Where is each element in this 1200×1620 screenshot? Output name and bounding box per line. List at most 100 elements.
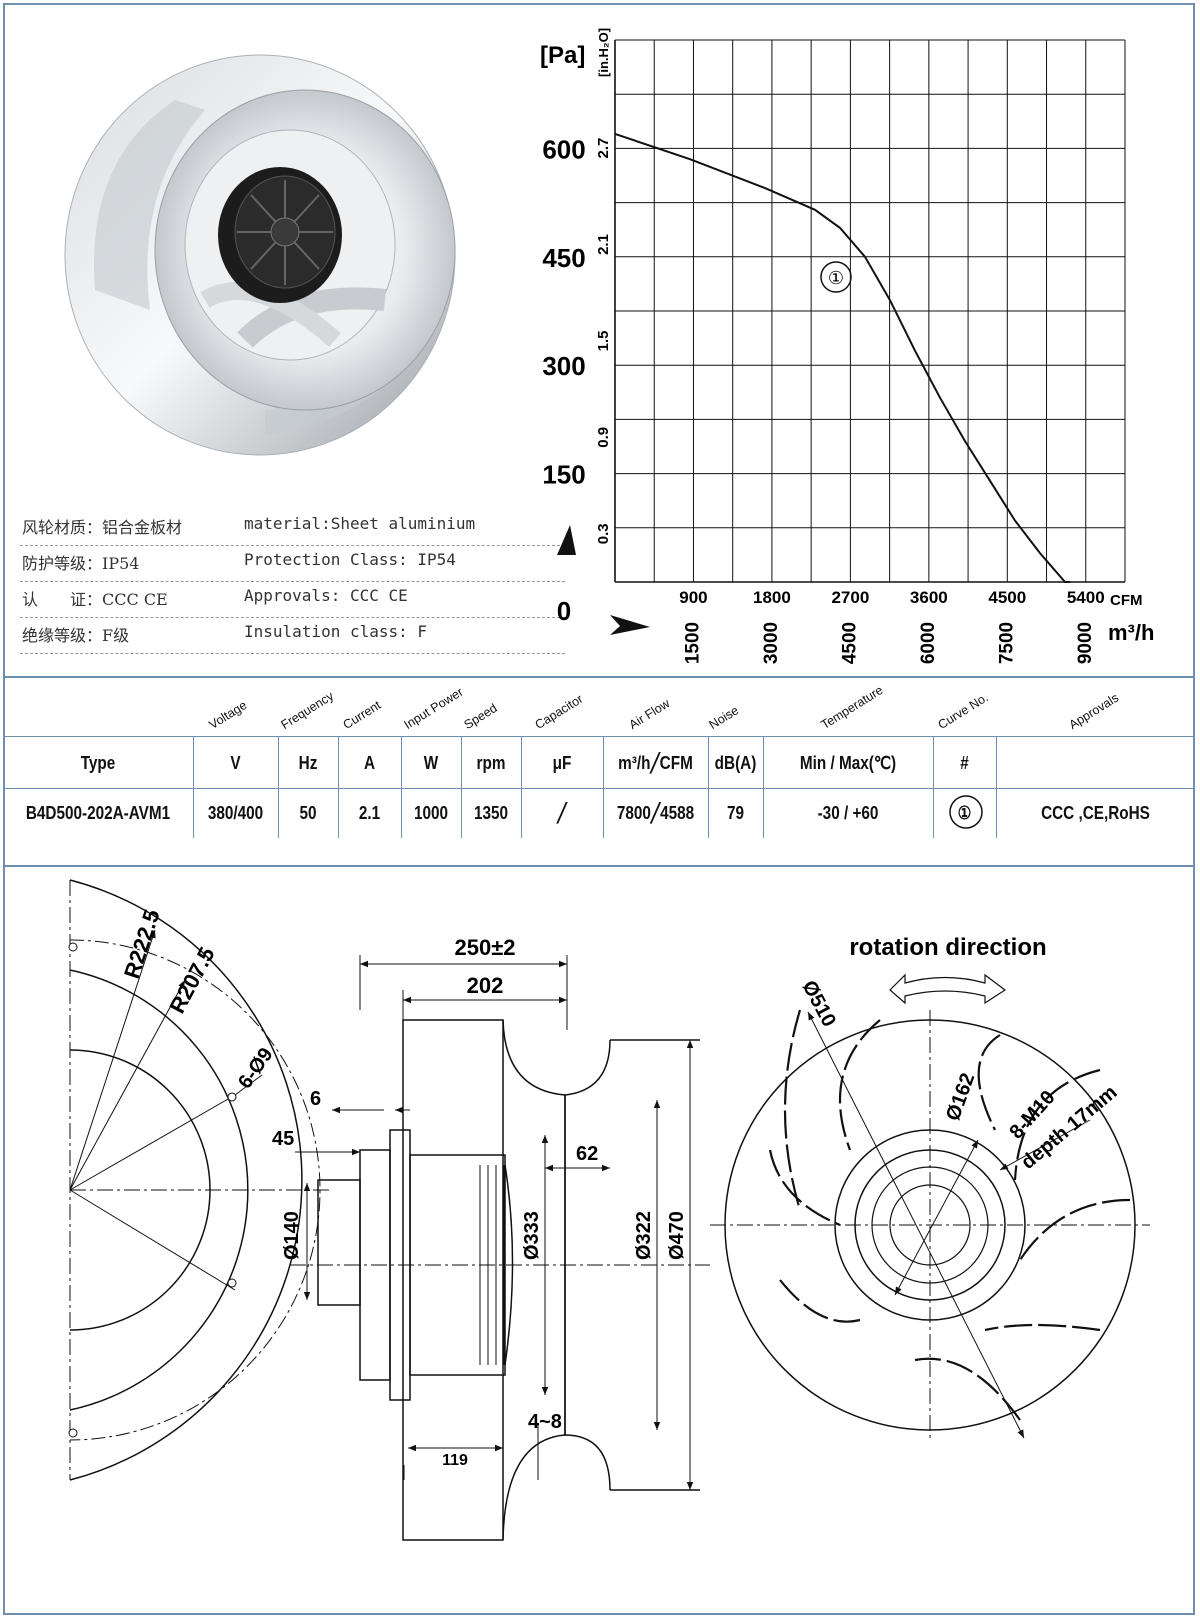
x-tick-m3h: 3000	[761, 622, 782, 664]
table-data-cell: 2.1	[358, 802, 381, 823]
divider-bottom	[3, 865, 1195, 867]
x-tick-m3h: 7500	[996, 622, 1017, 664]
table-header-label: Current	[340, 698, 383, 732]
x-tick-m3h: 9000	[1075, 622, 1096, 664]
property-zh: 防护等级：IP54	[22, 554, 140, 573]
y-tick-pa: 0	[557, 596, 571, 626]
x-unit-cfm: CFM	[1110, 592, 1143, 609]
table-unit-cell: Min / Max(℃)	[799, 752, 897, 773]
table-column-line	[996, 736, 997, 838]
table-column-line	[193, 736, 194, 838]
table-data-cell: 1350	[473, 802, 509, 823]
table-column-line	[401, 736, 402, 838]
y-tick-inh2o: 0.3	[595, 523, 612, 544]
x-tick-cfm: 4500	[988, 588, 1026, 607]
property-list: 风轮材质：铝合金板材 material:Sheet aluminium 防护等级：…	[20, 510, 565, 654]
table-column-line	[461, 736, 462, 838]
table-data-cell: 380/400	[207, 802, 264, 823]
y-axis-arrow-icon	[557, 525, 576, 555]
x-tick-m3h: 4500	[839, 622, 860, 664]
x-tick-cfm: 2700	[831, 588, 869, 607]
divider-top	[3, 676, 1195, 678]
dim-r207: R207.5	[164, 943, 219, 1017]
y-tick-inh2o: 2.1	[595, 234, 612, 255]
table-data-cell: ①	[957, 802, 972, 823]
dimension-drawing: R222.5 R207.5 6-Ø9 250±2 202 6 45 Ø140	[68, 879, 1150, 1541]
table-line	[3, 788, 1195, 789]
x-tick-cfm: 3600	[910, 588, 948, 607]
x-tick-m3h: 6000	[918, 622, 939, 664]
property-en: Insulation class: F	[244, 622, 428, 641]
dim-4-8: 4~8	[528, 1411, 562, 1433]
property-zh: 绝缘等级：F级	[22, 626, 130, 645]
table-header-label: Air Flow	[626, 696, 672, 732]
front-view	[710, 973, 1150, 1440]
fan-impeller-photo	[64, 54, 456, 456]
dim-62: 62	[576, 1143, 598, 1165]
y-tick-pa: 450	[542, 243, 585, 273]
rotation-direction-label: rotation direction	[849, 934, 1046, 961]
x-tick-cfm: 5400	[1067, 588, 1105, 607]
performance-curve-1	[614, 132, 1070, 583]
dim-holes: 6-Ø9	[234, 1044, 278, 1093]
dim-119: 119	[442, 1452, 468, 1469]
table-column-line	[763, 736, 764, 838]
table-unit-cell: μF	[552, 752, 572, 773]
table-data-cell: B4D500-202A-AVM1	[25, 802, 171, 823]
page-frame	[3, 3, 1195, 1615]
table-header-label: Noise	[706, 703, 741, 732]
table-data-cell: ╱	[557, 802, 567, 823]
x-axis-arrow-icon	[610, 615, 650, 635]
table-unit-cell: W	[423, 752, 439, 773]
table-column-line	[708, 736, 709, 838]
property-en: material:Sheet aluminium	[244, 514, 476, 533]
property-row: 绝缘等级：F级 Insulation class: F	[20, 618, 565, 654]
dim-6: 6	[310, 1088, 321, 1110]
table-unit-cell: rpm	[476, 752, 506, 773]
property-en: Protection Class: IP54	[244, 550, 456, 569]
table-data-cell: -30 / +60	[817, 802, 879, 823]
dim-510: Ø510	[798, 977, 840, 1031]
table-column-line	[278, 736, 279, 838]
rotation-arrow-icon	[889, 973, 1007, 1005]
table-column-line	[933, 736, 934, 838]
property-row: 认 证：CCC CE Approvals: CCC CE	[20, 582, 565, 618]
table-unit-cell: Hz	[298, 752, 318, 773]
table-unit-cell	[1011, 740, 1180, 786]
dim-202: 202	[467, 973, 504, 998]
dim-250: 250±2	[454, 935, 515, 960]
property-zh: 认 证：CCC CE	[22, 590, 168, 609]
table-column-line	[603, 736, 604, 838]
table-data-cell: 7800╱4588	[616, 802, 695, 823]
table-column-line	[338, 736, 339, 838]
property-zh: 风轮材质：铝合金板材	[22, 518, 183, 537]
table-data-cell: 79	[726, 802, 745, 823]
curve-label-circle	[820, 261, 852, 293]
y-unit-inh2o: [in.H₂O]	[596, 28, 611, 77]
x-tick-cfm: 1800	[753, 588, 791, 607]
y-unit-pa: [Pa]	[540, 42, 585, 69]
table-header-label: Speed	[461, 700, 500, 732]
table-unit-cell: dB(A)	[714, 752, 757, 773]
property-row: 风轮材质：铝合金板材 material:Sheet aluminium	[20, 510, 565, 546]
y-tick-pa: 300	[542, 351, 585, 381]
table-column-line	[521, 736, 522, 838]
dim-45: 45	[272, 1128, 294, 1150]
dim-470: Ø470	[666, 1211, 688, 1260]
y-tick-inh2o: 1.5	[595, 330, 612, 351]
y-tick-pa: 600	[542, 134, 585, 164]
table-data-cell: 50	[299, 802, 317, 823]
performance-curve-chart: [Pa] [in.H₂O] 60045030015002.72.11.50.90…	[540, 28, 1154, 664]
table-unit-cell: #	[960, 752, 969, 773]
y-tick-pa: 150	[542, 460, 585, 490]
property-en: Approvals: CCC CE	[244, 586, 408, 605]
table-line	[3, 736, 1195, 737]
x-tick-cfm: 900	[679, 588, 707, 607]
table-unit-cell: V	[230, 752, 241, 773]
table-unit-cell: m³/h╱CFM	[618, 752, 693, 773]
property-row: 防护等级：IP54 Protection Class: IP54	[20, 546, 565, 582]
y-tick-inh2o: 0.9	[595, 427, 612, 448]
dim-r222: R222.5	[119, 906, 165, 981]
side-view	[290, 955, 710, 1541]
